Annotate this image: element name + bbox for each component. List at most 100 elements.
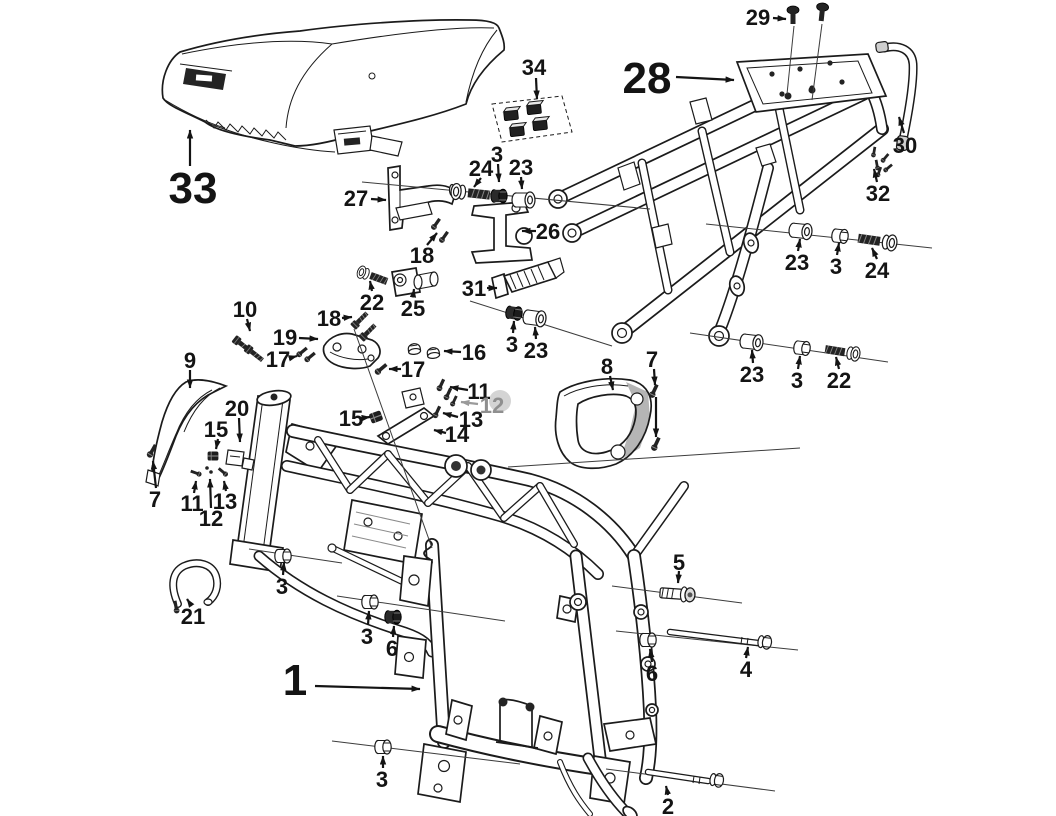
part-label-32: 32 — [866, 181, 890, 206]
screw-18 — [429, 216, 443, 232]
seat-base-teeth — [205, 119, 287, 141]
screw-7 — [647, 382, 661, 400]
grommet-16 — [426, 346, 441, 360]
callout-arrow-3 — [365, 610, 372, 626]
rear-subframe — [548, 53, 889, 347]
callout-arrow-18 — [426, 232, 438, 246]
part-label-10: 10 — [233, 297, 257, 322]
part-label-28: 28 — [623, 54, 672, 103]
part-label-24: 24 — [469, 156, 494, 181]
part-label-34: 34 — [522, 55, 547, 80]
callout-arrow-8 — [608, 375, 615, 391]
callout-arrow-23 — [518, 176, 525, 190]
part-label-23: 23 — [509, 155, 533, 180]
heat-shield-8 — [554, 377, 652, 470]
part-label-22: 22 — [360, 290, 384, 315]
part-label-4: 4 — [740, 657, 753, 682]
hook-21 — [169, 559, 222, 615]
bolt-22 — [823, 341, 862, 363]
screw-17 — [372, 361, 389, 377]
callout-arrow-19 — [298, 335, 319, 342]
callout-arrow-20 — [236, 417, 243, 443]
callout-arrow-6 — [648, 648, 655, 663]
part-label-33: 33 — [169, 164, 218, 213]
screw-12 — [448, 394, 460, 408]
callout-arrow-17 — [287, 354, 298, 362]
fasteners — [145, 1, 899, 789]
clip-15 — [207, 450, 219, 462]
part-label-6: 6 — [386, 636, 398, 661]
nut-3-dark — [504, 304, 524, 322]
callout-arrow-18 — [341, 314, 353, 322]
bolt-5 — [659, 586, 696, 603]
grommet-16 — [407, 342, 422, 356]
callout-arrow-12 — [207, 478, 214, 509]
clip-15 — [368, 409, 384, 425]
spacer-23 — [787, 221, 814, 241]
callout-arrow-23 — [795, 238, 802, 252]
grab-rail — [875, 41, 918, 151]
bracket-19 — [322, 332, 381, 370]
rod-2 — [644, 768, 725, 789]
seat-assembly — [161, 19, 506, 157]
part-label-3: 3 — [506, 332, 518, 357]
part-label-11: 11 — [467, 379, 490, 404]
part-label-23: 23 — [524, 338, 548, 363]
screw-11 — [189, 468, 203, 478]
screw-11 — [442, 386, 454, 402]
callout-arrow-10 — [244, 318, 252, 332]
part-label-26: 26 — [536, 219, 560, 244]
spacer-23 — [511, 191, 536, 209]
callout-arrow-15 — [361, 414, 371, 422]
callout-arrow-7 — [651, 368, 658, 386]
watermark-blob — [489, 390, 511, 412]
nut-3 — [361, 594, 379, 610]
callout-arrow-2 — [664, 785, 671, 796]
callout-arrow-5 — [675, 570, 682, 584]
clip-20-parts — [205, 449, 255, 474]
part-label-20: 20 — [225, 396, 249, 421]
part-label-5: 5 — [673, 550, 685, 575]
part-label-19: 19 — [273, 325, 297, 350]
rod-4 — [666, 628, 773, 651]
main-frame — [229, 389, 689, 816]
screw-18 — [437, 229, 451, 245]
screw-13 — [431, 404, 443, 420]
nut-6 — [639, 632, 657, 648]
callout-arrow-13 — [442, 411, 459, 419]
part-label-15: 15 — [204, 417, 228, 442]
callout-arrow-32 — [872, 168, 880, 183]
part-label-17: 17 — [401, 357, 425, 382]
part-label-13: 13 — [459, 407, 483, 432]
callout-arrow-3 — [280, 561, 287, 576]
nut-3 — [830, 227, 850, 245]
screw-10 — [242, 343, 266, 365]
part-label-23: 23 — [785, 250, 809, 275]
callout-arrow-3 — [795, 355, 802, 370]
part-label-15: 15 — [339, 406, 363, 431]
bracket-26 — [470, 201, 533, 264]
bolt-29 — [814, 1, 830, 23]
nut-3 — [374, 739, 392, 755]
callout-arrow-16 — [443, 348, 462, 355]
part-label-23: 23 — [740, 362, 764, 387]
part-label-27: 27 — [344, 186, 368, 211]
bracket-27 — [387, 164, 457, 231]
part-label-6: 6 — [646, 661, 658, 686]
part-label-12: 12 — [199, 506, 223, 531]
callout-arrow-30 — [897, 116, 906, 134]
callout-arrow-4 — [743, 646, 750, 659]
part-label-3: 3 — [830, 254, 842, 279]
callout-arrow-11 — [449, 385, 469, 392]
strap-31 — [491, 257, 565, 300]
screw-17 — [302, 350, 318, 364]
part-label-7: 7 — [646, 347, 658, 372]
part-label-22: 22 — [827, 368, 851, 393]
callout-arrow-7 — [150, 460, 158, 489]
part-label-9: 9 — [184, 348, 196, 373]
screw-11 — [435, 377, 447, 393]
callout-arrow-34 — [533, 77, 540, 100]
part-label-30: 30 — [893, 133, 917, 158]
spacer-23 — [521, 307, 548, 329]
